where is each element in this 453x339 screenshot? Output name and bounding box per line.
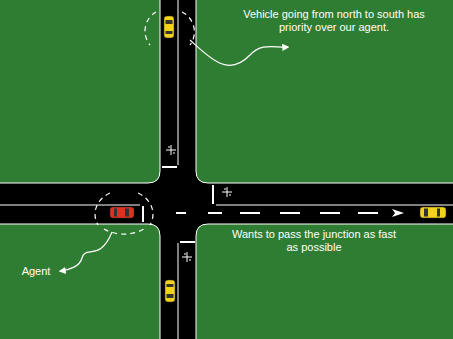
east-car (420, 207, 446, 218)
path-arrowhead (392, 209, 404, 217)
traffic-sign (166, 145, 232, 262)
north-car (164, 16, 174, 38)
leader-line (190, 40, 288, 65)
note-label: Wants to pass the junction as fast as po… (228, 228, 400, 254)
awareness-arcs (95, 12, 194, 234)
stop-lines (143, 167, 213, 242)
leader-line (60, 232, 112, 271)
agent-car (110, 207, 134, 218)
road-corner (148, 224, 160, 236)
vertical-road (160, 0, 196, 339)
agent-path (176, 212, 378, 214)
road-corner (196, 224, 208, 236)
horizontal-road (0, 183, 453, 224)
road-corner (148, 171, 160, 183)
south-car (165, 280, 175, 302)
note-label: Vehicle going from north to south has pr… (236, 8, 432, 34)
road-corner (196, 171, 208, 183)
agent-label: Agent (14, 265, 58, 278)
